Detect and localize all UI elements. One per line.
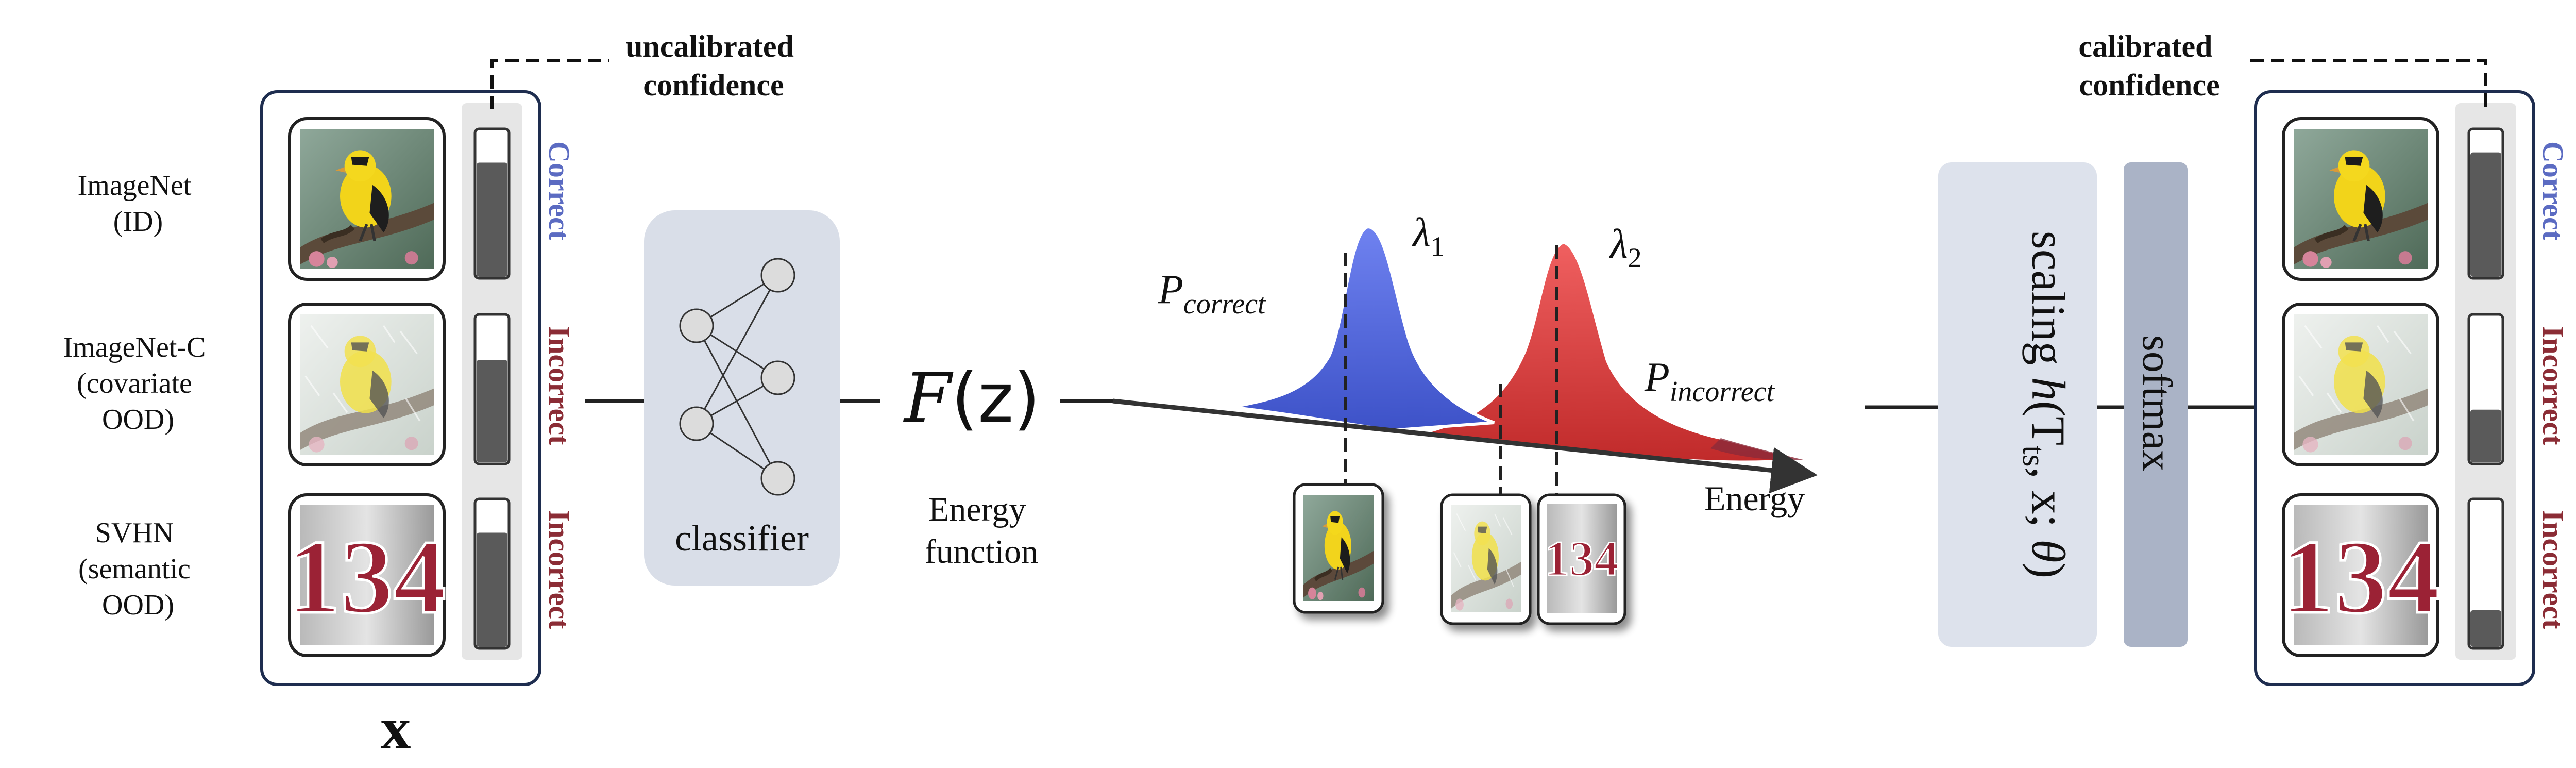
input-image-imagenet-c (288, 303, 446, 466)
status-label-row2-left: Incorrect (543, 326, 576, 445)
energy-axis-label: Energy (1704, 479, 1805, 518)
row-label-imagenet: ImageNet (ID) (78, 170, 199, 238)
lambda1-label: λ1 (1412, 210, 1445, 262)
row-label-svhn: SVHN (semantic OOD) (78, 517, 198, 621)
uncalibrated-confidence-label: uncalibrated confidence (625, 29, 802, 102)
calibrated-bar-svhn (2467, 497, 2504, 650)
softmax-block: softmax (2124, 162, 2188, 647)
correct-distribution-peak (1231, 225, 1495, 432)
status-label-row3-right: Incorrect (2536, 510, 2570, 629)
output-image-svhn: 134 (2280, 493, 2441, 657)
sample-thumb-imagenet (1293, 483, 1384, 614)
softmax-label: softmax (2134, 335, 2181, 471)
energy-function-symbol: F(z) (903, 359, 1040, 438)
output-image-imagenet (2282, 117, 2439, 281)
output-image-imagenet-c (2282, 303, 2439, 466)
classifier-block: classifier (644, 210, 840, 586)
output-house-number: 134 (2281, 519, 2440, 636)
output-panel-frame (2254, 90, 2535, 686)
uncalibrated-bar-svhn (473, 497, 511, 650)
status-label-row1-left: Correct (543, 141, 576, 241)
row-label-imagenet-c: ImageNet-C (covariate OOD) (63, 331, 213, 436)
p-correct-label: Pcorrect (1158, 267, 1266, 320)
status-label-row1-right: Correct (2536, 141, 2570, 241)
house-number-text: 134 (287, 519, 446, 636)
sample-thumb-imagenet-c (1440, 493, 1532, 625)
energy-distribution-plot (1112, 225, 1818, 508)
energy-axis (1112, 398, 1818, 494)
incorrect-distribution-peak (1420, 240, 1804, 464)
neural-network-icon (679, 258, 795, 496)
input-image-imagenet (288, 117, 446, 281)
calibrated-bar-imagenet (2467, 127, 2504, 280)
thumb-house-number: 134 (1545, 531, 1619, 586)
calibrated-confidence-label: calibrated confidence (2079, 29, 2221, 102)
input-symbol: x (381, 694, 411, 762)
status-label-row3-left: Incorrect (543, 510, 576, 629)
status-label-row2-right: Incorrect (2536, 326, 2570, 445)
p-incorrect-label: Pincorrect (1644, 355, 1775, 408)
scaling-function-label: scaling h(Tts, x; θ) (2016, 231, 2075, 578)
lambda2-label: λ2 (1609, 222, 1642, 273)
sample-thumb-svhn: 134 (1537, 493, 1626, 625)
uncalibrated-bar-imagenet (473, 127, 511, 280)
calibrated-bracket (2250, 59, 2487, 109)
classifier-label: classifier (675, 517, 809, 559)
uncalibrated-bar-imagenet-c (473, 313, 511, 465)
energy-function-caption: Energy function (925, 491, 1038, 571)
input-image-svhn: 134 (286, 493, 447, 657)
calibrated-bar-imagenet-c (2467, 313, 2504, 465)
uncalibrated-bracket (490, 59, 609, 109)
input-panel-frame (260, 90, 541, 686)
scaling-block: scaling h(Tts, x; θ) (1938, 162, 2097, 647)
